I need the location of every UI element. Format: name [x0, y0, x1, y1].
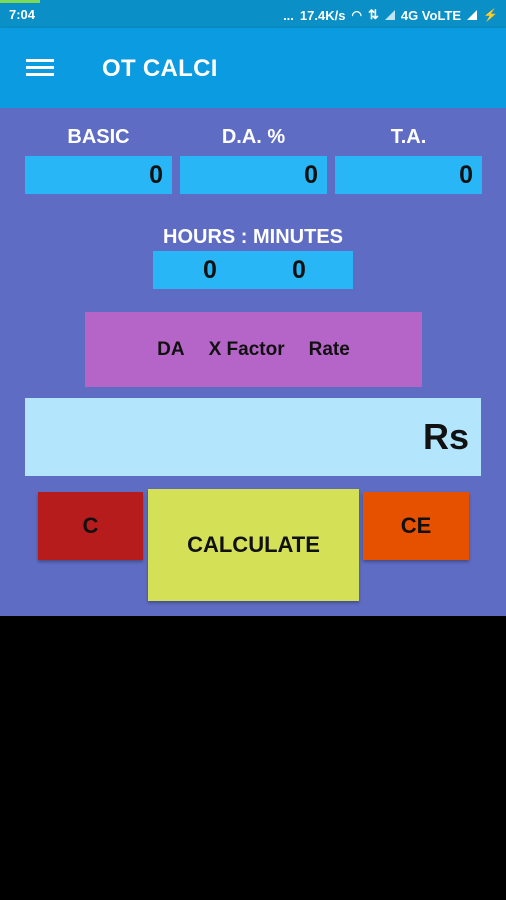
wifi-icon: ◠: [351, 8, 362, 22]
factor-rate-text: Rate: [308, 338, 350, 360]
app-title: OT CALCI: [102, 55, 218, 82]
basic-input[interactable]: [25, 156, 172, 194]
app-bar: OT CALCI: [0, 28, 506, 108]
signal-sim1-icon: [384, 10, 395, 20]
result-display: Rs: [25, 398, 481, 476]
menu-icon[interactable]: [26, 57, 54, 79]
battery-charging-icon: ⚡: [483, 8, 498, 22]
minutes-input[interactable]: [279, 251, 319, 289]
status-indicators: ... 17.4K/s ◠ ⇅ 4G VoLTE ⚡: [283, 7, 498, 23]
network-type: 4G VoLTE: [400, 7, 462, 23]
data-transfer-icon: ⇅: [367, 7, 379, 22]
basic-label: BASIC: [67, 126, 130, 148]
calculator-panel: BASIC D.A. % T.A. HOURS : MINUTES DA X F…: [0, 108, 506, 616]
status-bar: 7:04 ... 17.4K/s ◠ ⇅ 4G VoLTE ⚡: [0, 0, 506, 28]
clear-button[interactable]: C: [38, 492, 143, 560]
status-dots: ...: [283, 7, 294, 23]
clear-entry-button[interactable]: CE: [363, 492, 469, 560]
signal-sim2-icon: [467, 10, 478, 20]
ta-label: T.A.: [390, 126, 427, 148]
da-percent-label: D.A. %: [221, 126, 286, 148]
da-percent-input[interactable]: [180, 156, 327, 194]
calculate-button[interactable]: CALCULATE: [148, 489, 359, 601]
factor-da-text: DA: [157, 338, 185, 360]
status-time: 7:04: [9, 7, 36, 22]
factor-x-text: X Factor: [208, 338, 285, 360]
factor-display: DA X Factor Rate: [85, 312, 422, 387]
time-field-group: [153, 251, 353, 289]
status-accent-line: [0, 0, 40, 3]
hours-input[interactable]: [190, 251, 230, 289]
hours-minutes-label: HOURS : MINUTES: [163, 226, 343, 248]
network-speed: 17.4K/s: [299, 7, 346, 23]
ta-input[interactable]: [335, 156, 482, 194]
